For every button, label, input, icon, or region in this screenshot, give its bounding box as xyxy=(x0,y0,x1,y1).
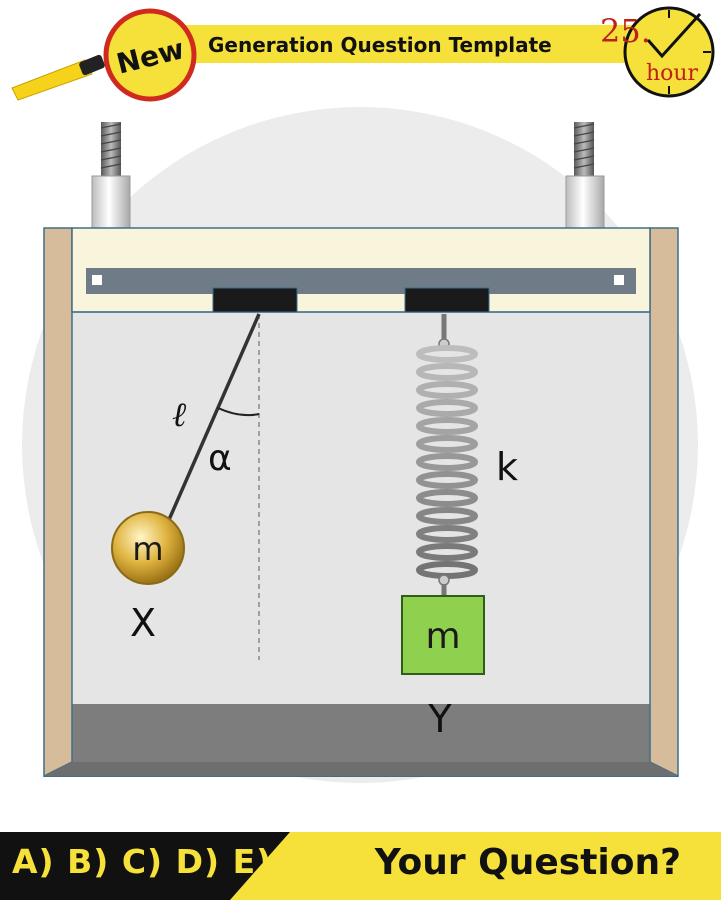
block-mass-label: m xyxy=(425,616,460,657)
angle-label: α xyxy=(208,438,232,479)
spring-system-y: k m Y xyxy=(401,314,518,741)
chamber-interior xyxy=(72,312,650,704)
block-name: Y xyxy=(427,697,452,741)
question-prompt: Your Question? xyxy=(374,842,681,883)
timer-number: 25. xyxy=(600,12,651,50)
spring-mount xyxy=(404,287,490,313)
chamber-floor xyxy=(72,704,650,762)
magnifier-lens xyxy=(103,8,197,102)
clock-face xyxy=(623,6,715,98)
right-threaded-rod xyxy=(574,122,594,184)
pendulum-mass-label: m xyxy=(132,530,163,568)
magnifier-handle xyxy=(11,59,93,101)
length-label: ℓ xyxy=(172,395,186,435)
new-badge: New xyxy=(11,8,197,102)
right-wall xyxy=(649,227,679,778)
timer-clock-icon: 25. hour xyxy=(600,6,715,98)
pendulum-ball xyxy=(111,511,185,585)
magnifier-neck xyxy=(79,54,105,76)
header-banner: Generation Question Template xyxy=(180,25,660,63)
answer-choices: A) B) C) D) E) xyxy=(12,842,273,881)
left-threaded-rod xyxy=(101,122,121,184)
checkmark-icon xyxy=(646,12,702,59)
banner-title: Generation Question Template xyxy=(208,33,552,57)
spring-constant-label: k xyxy=(496,445,518,489)
right-rod-sleeve xyxy=(565,175,605,229)
footer-bar: A) B) C) D) E) Your Question? xyxy=(0,832,721,900)
left-rod-sleeve xyxy=(91,175,131,229)
support-rods xyxy=(91,122,605,229)
rod-threads xyxy=(100,123,595,169)
floor-front xyxy=(44,762,678,776)
timer-unit: hour xyxy=(646,61,699,86)
pendulum-x: ℓ α m X xyxy=(111,313,261,660)
chamber-box xyxy=(43,227,679,778)
banner-strip xyxy=(180,25,660,63)
left-wall xyxy=(43,227,73,778)
coil-spring xyxy=(416,345,478,579)
rail-bolt-left xyxy=(92,275,102,285)
rail-bolt-right xyxy=(614,275,624,285)
angle-arc xyxy=(217,407,260,417)
pendulum-string xyxy=(166,313,261,523)
pendulum-mount xyxy=(212,287,298,313)
hanging-block xyxy=(401,595,485,675)
ceiling-rail xyxy=(86,268,636,294)
pendulum-name: X xyxy=(130,601,156,645)
spring-bottom-joint xyxy=(438,574,450,586)
